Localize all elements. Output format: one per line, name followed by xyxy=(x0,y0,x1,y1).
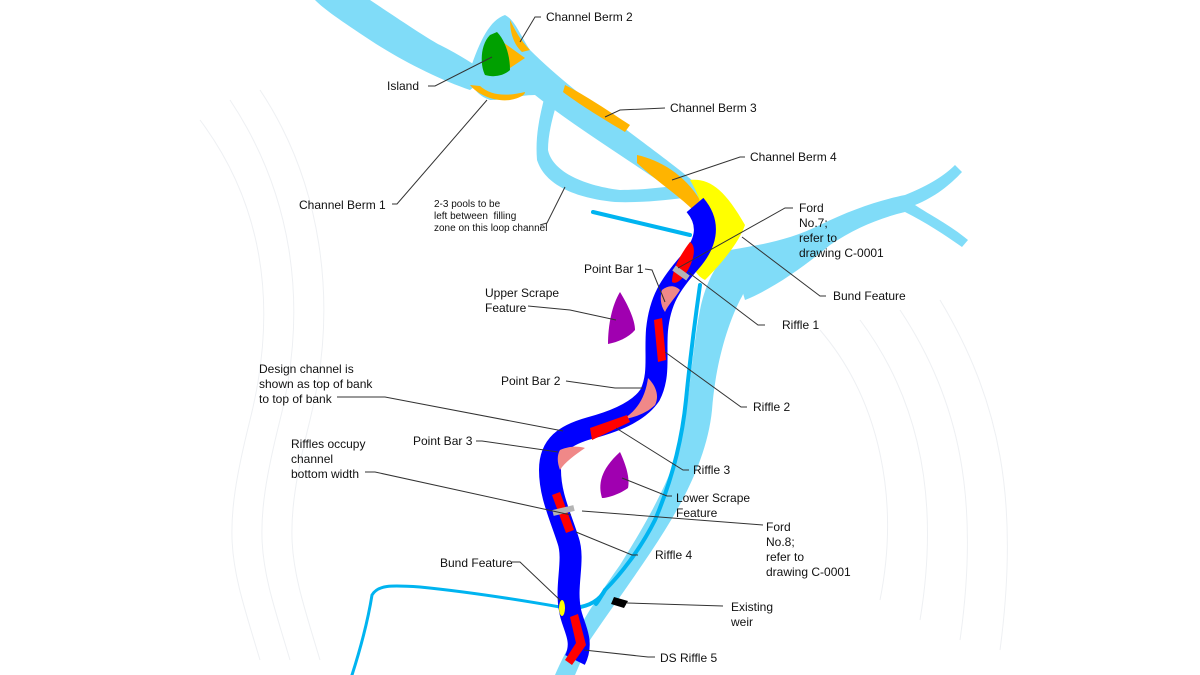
label-ds-riffle-5: DS Riffle 5 xyxy=(660,651,718,665)
label-existing-weir: Existing weir xyxy=(731,600,774,629)
label-riffles-note: Riffles occupy channel bottom width xyxy=(291,437,366,481)
existing-weir-shape xyxy=(611,597,628,608)
contour-lines xyxy=(199,89,1008,661)
label-island: Island xyxy=(387,79,420,93)
label-ford-8: Ford No.8; refer to drawing C-0001 xyxy=(766,520,851,579)
channel-berm-3-shape xyxy=(563,85,630,132)
existing-river xyxy=(315,0,968,675)
label-ford-7: Ford No.7; refer to drawing C-0001 xyxy=(799,201,884,260)
drains xyxy=(350,210,702,675)
upper-scrape-shape xyxy=(608,292,635,344)
label-riffle-4: Riffle 4 xyxy=(655,548,693,562)
ford-7-shape xyxy=(672,265,690,281)
label-channel-berm-1: Channel Berm 1 xyxy=(299,198,386,212)
riffle-2-shape xyxy=(654,318,666,362)
lower-scrape-shape xyxy=(600,452,629,498)
channel-berms xyxy=(470,20,700,210)
label-lower-scrape-feature: Lower Scrape Feature xyxy=(676,491,751,520)
label-bund-feature-bottom: Bund Feature xyxy=(440,556,513,570)
channel-berm-4-shape xyxy=(637,155,700,210)
label-channel-berm-3: Channel Berm 3 xyxy=(670,101,757,115)
bund-feature-bottom-shape xyxy=(559,600,565,616)
point-bar-1-shape xyxy=(660,286,680,312)
point-bar-3-shape xyxy=(557,446,585,470)
point-bars xyxy=(557,286,680,470)
ds-riffle-5-shape xyxy=(565,614,586,665)
label-pools-note: 2-3 pools to be left between filling zon… xyxy=(434,199,548,234)
island-shape xyxy=(481,32,510,77)
riffles xyxy=(552,242,694,665)
riffle-3-shape xyxy=(590,415,630,440)
label-riffle-3: Riffle 3 xyxy=(693,463,731,477)
label-bund-feature-top: Bund Feature xyxy=(833,289,906,303)
channel-berm-1-shape xyxy=(470,85,525,101)
label-channel-berm-2: Channel Berm 2 xyxy=(546,10,633,24)
point-bar-2-shape xyxy=(622,378,658,420)
label-point-bar-2: Point Bar 2 xyxy=(501,374,561,388)
channel-berm-2-shape xyxy=(510,20,530,52)
label-upper-scrape-feature: Upper Scrape Feature xyxy=(485,286,560,315)
label-riffle-2: Riffle 2 xyxy=(753,400,791,414)
label-riffle-1: Riffle 1 xyxy=(782,318,820,332)
leader-lines xyxy=(337,16,826,658)
label-point-bar-3: Point Bar 3 xyxy=(413,434,473,448)
label-design-channel-note: Design channel is shown as top of bank t… xyxy=(259,362,373,406)
channel-berm-2b-shape xyxy=(500,40,525,68)
label-channel-berm-4: Channel Berm 4 xyxy=(750,150,837,164)
label-point-bar-1: Point Bar 1 xyxy=(584,262,644,276)
